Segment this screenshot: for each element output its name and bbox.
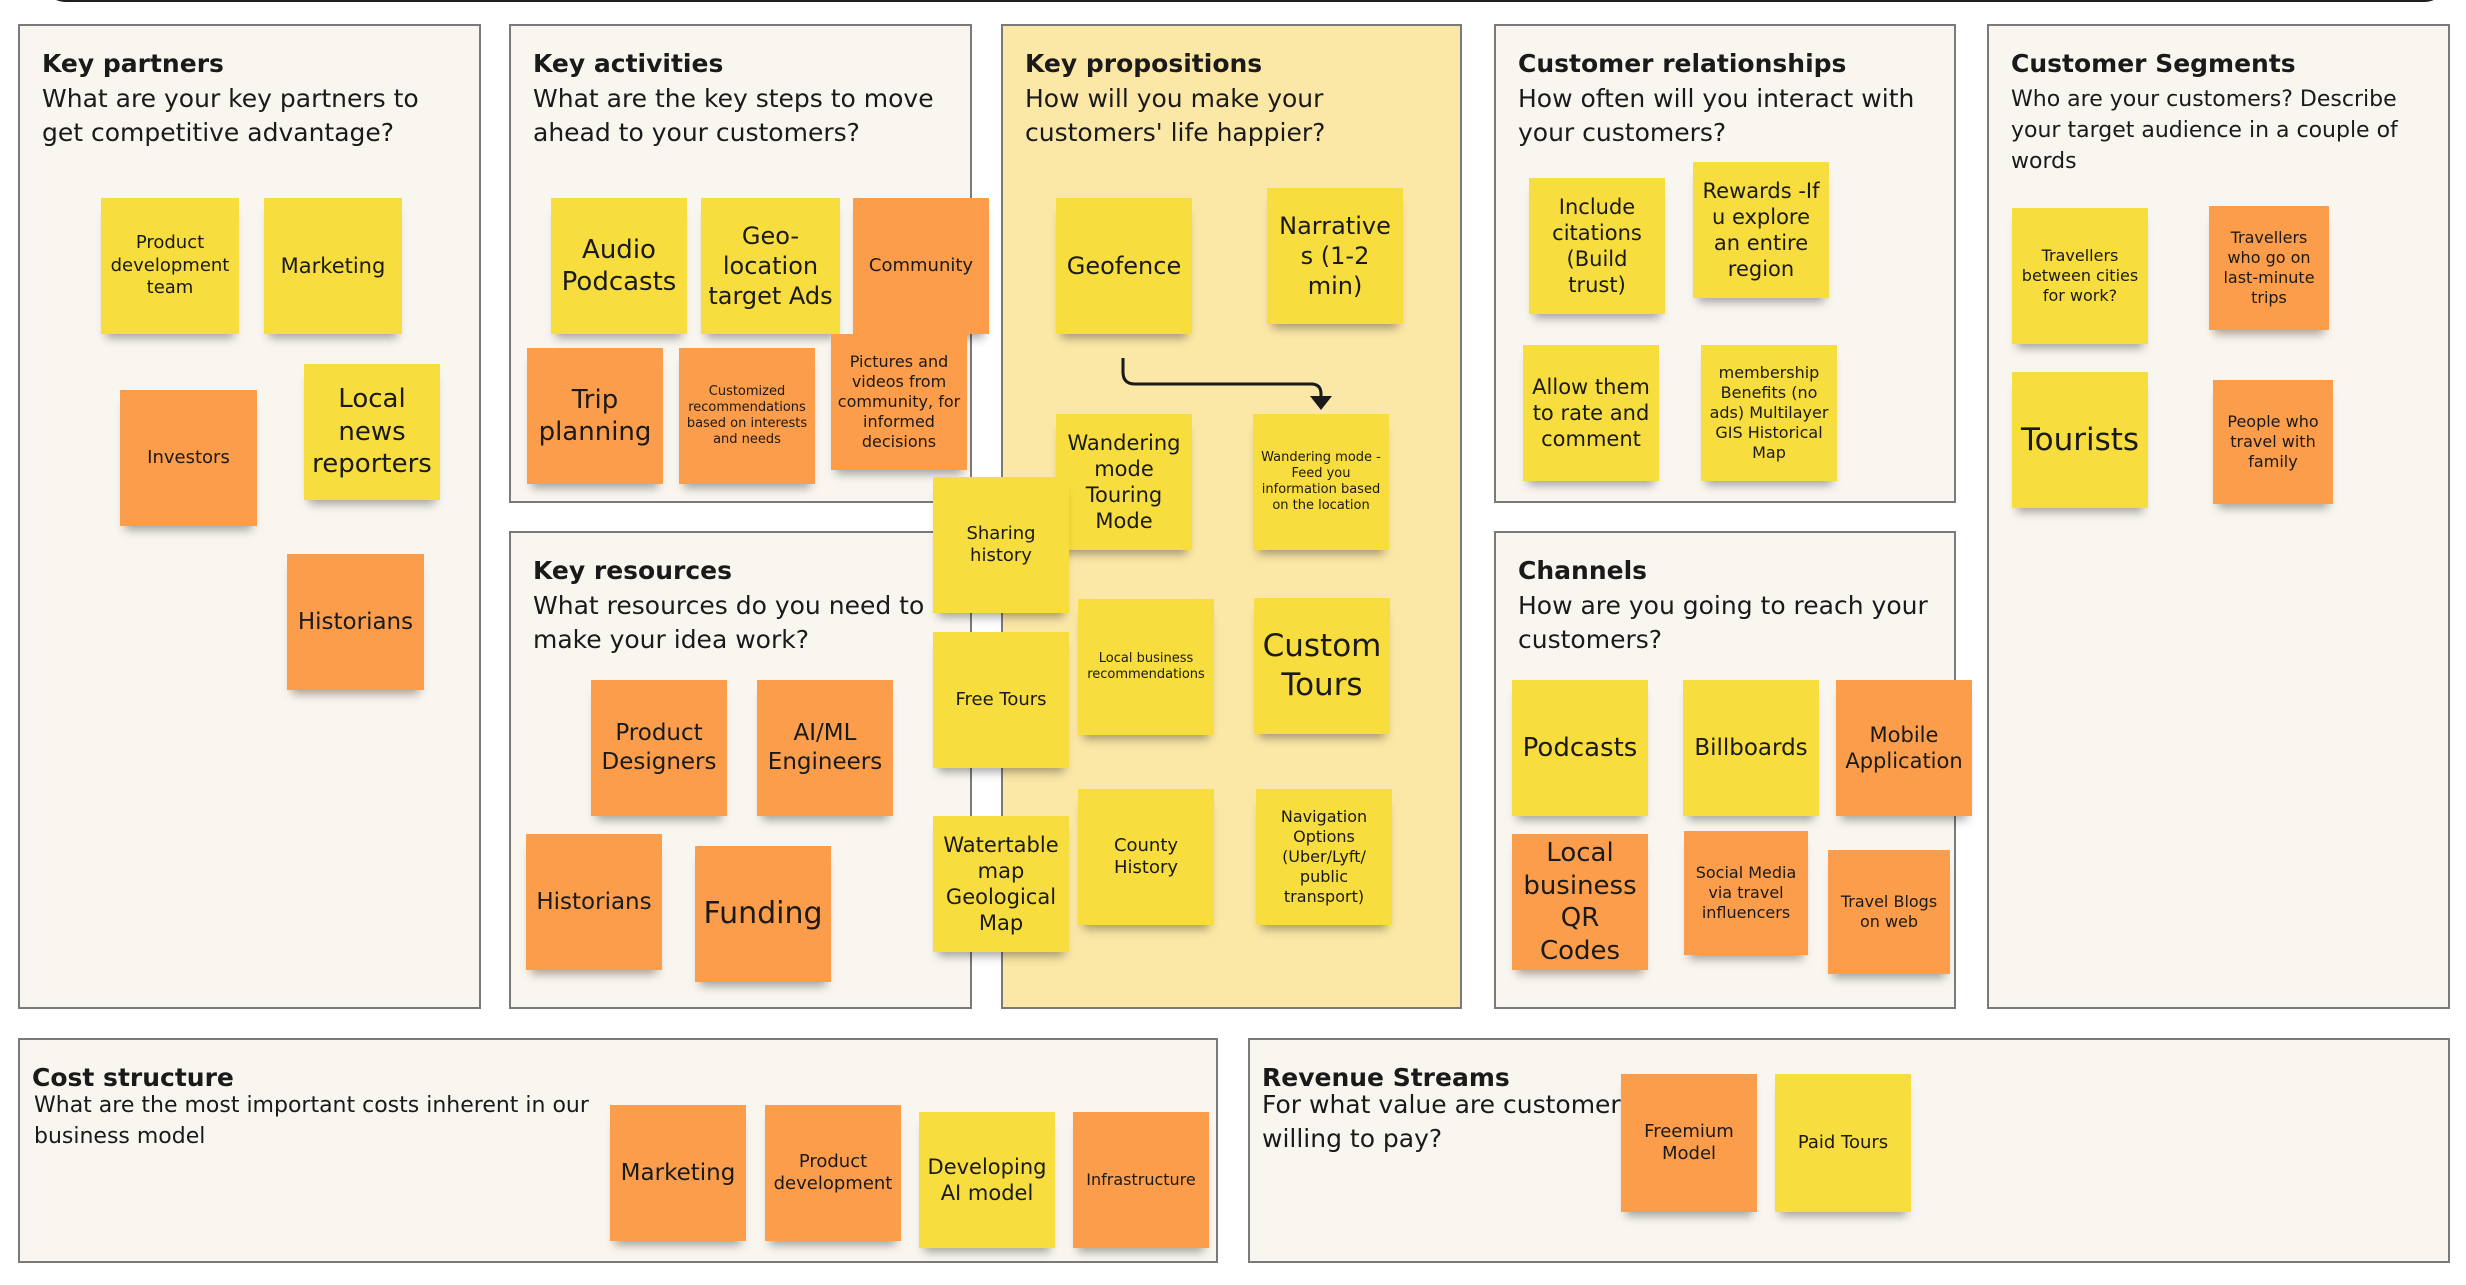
sticky-note[interactable]: Paid Tours <box>1775 1074 1911 1212</box>
sticky-note[interactable]: County History <box>1078 789 1214 925</box>
sticky-note[interactable]: Marketing <box>264 198 402 334</box>
sticky-note[interactable]: Marketing <box>610 1105 746 1241</box>
sticky-note[interactable]: Pictures and videos from community, for … <box>831 334 967 470</box>
sticky-note[interactable]: Tourists <box>2012 372 2148 508</box>
sticky-note[interactable]: Customized recommendations based on inte… <box>679 348 815 484</box>
block-question: Who are your customers? Describe your ta… <box>2011 87 2398 174</box>
sticky-note[interactable]: Navigation Options (Uber/Lyft/ public tr… <box>1256 789 1392 925</box>
block-title: Cost structure <box>32 1063 234 1092</box>
block-title: Key activities <box>533 49 724 78</box>
sticky-note[interactable]: Travel Blogs on web <box>1828 850 1950 974</box>
sticky-note[interactable]: Travellers between cities for work? <box>2012 208 2148 344</box>
block-question: What are the most important costs inhere… <box>34 1093 589 1149</box>
block-question: How often will you interact with your cu… <box>1518 84 1915 147</box>
sticky-note[interactable]: Social Media via travel influencers <box>1684 831 1808 955</box>
sticky-note[interactable]: Geofence <box>1056 198 1192 334</box>
top-toolbar <box>40 0 2450 2</box>
block-title: Key partners <box>42 49 224 78</box>
block-customer-segments: Customer Segments Who are your customers… <box>1987 24 2450 1009</box>
sticky-note[interactable]: Community <box>853 198 989 334</box>
block-title: Customer relationships <box>1518 49 1847 78</box>
block-title: Channels <box>1518 556 1648 585</box>
sticky-note[interactable]: Investors <box>120 390 257 526</box>
sticky-note[interactable]: Sharing history <box>933 477 1069 613</box>
block-title: Key propositions <box>1025 49 1263 78</box>
block-question: What are the key steps to move ahead to … <box>533 84 934 147</box>
sticky-note[interactable]: Travellers who go on last-minute trips <box>2209 206 2329 330</box>
sticky-note[interactable]: Wandering mode Touring Mode <box>1056 414 1192 550</box>
sticky-note[interactable]: Allow them to rate and comment <box>1523 345 1659 481</box>
sticky-note[interactable]: Custom Tours <box>1254 598 1390 734</box>
block-title: Key resources <box>533 556 733 585</box>
sticky-note[interactable]: Local business recommendations <box>1078 599 1214 735</box>
block-question: How are you going to reach your customer… <box>1518 591 1928 654</box>
sticky-note[interactable]: Trip planning <box>527 348 663 484</box>
sticky-note[interactable]: Product Designers <box>591 680 727 816</box>
sticky-note[interactable]: Freemium Model <box>1621 1074 1757 1212</box>
sticky-note[interactable]: Billboards <box>1683 680 1819 816</box>
sticky-note[interactable]: Mobile Application <box>1836 680 1972 816</box>
block-title: Revenue Streams <box>1262 1063 1510 1092</box>
sticky-note[interactable]: Local news reporters <box>304 364 440 500</box>
sticky-note[interactable]: AI/ML Engineers <box>757 680 893 816</box>
sticky-note[interactable]: People who travel with family <box>2213 380 2333 504</box>
sticky-note[interactable]: Funding <box>695 846 831 982</box>
sticky-note[interactable]: Local business QR Codes <box>1512 834 1648 970</box>
sticky-note[interactable]: Product development team <box>101 198 239 334</box>
block-question: What are your key partners to get compet… <box>42 84 419 147</box>
sticky-note[interactable]: Wandering mode - Feed you information ba… <box>1253 414 1389 550</box>
sticky-note[interactable]: Product development <box>765 1105 901 1241</box>
sticky-note[interactable]: membership Benefits (no ads) Multilayer … <box>1701 345 1837 481</box>
block-title: Customer Segments <box>2011 49 2296 78</box>
sticky-note[interactable]: Historians <box>287 554 424 690</box>
sticky-note[interactable]: Include citations (Build trust) <box>1529 178 1665 314</box>
sticky-note[interactable]: Geo-location target Ads <box>701 198 840 334</box>
sticky-note[interactable]: Podcasts <box>1512 680 1648 816</box>
sticky-note[interactable]: Audio Podcasts <box>551 198 687 334</box>
block-question: How will you make your customers' life h… <box>1025 84 1326 147</box>
sticky-note[interactable]: Rewards -If u explore an entire region <box>1693 162 1829 298</box>
block-question: What resources do you need to make your … <box>533 591 925 654</box>
sticky-note[interactable]: Narratives (1-2 min) <box>1267 188 1403 324</box>
sticky-note[interactable]: Free Tours <box>933 632 1069 768</box>
sticky-note[interactable]: Watertable map Geological Map <box>933 816 1069 952</box>
sticky-note[interactable]: Infrastructure <box>1073 1112 1209 1248</box>
block-question: For what value are customers willing to … <box>1262 1090 1634 1153</box>
block-key-partners: Key partners What are your key partners … <box>18 24 481 1009</box>
sticky-note[interactable]: Developing AI model <box>919 1112 1055 1248</box>
sticky-note[interactable]: Historians <box>526 834 662 970</box>
